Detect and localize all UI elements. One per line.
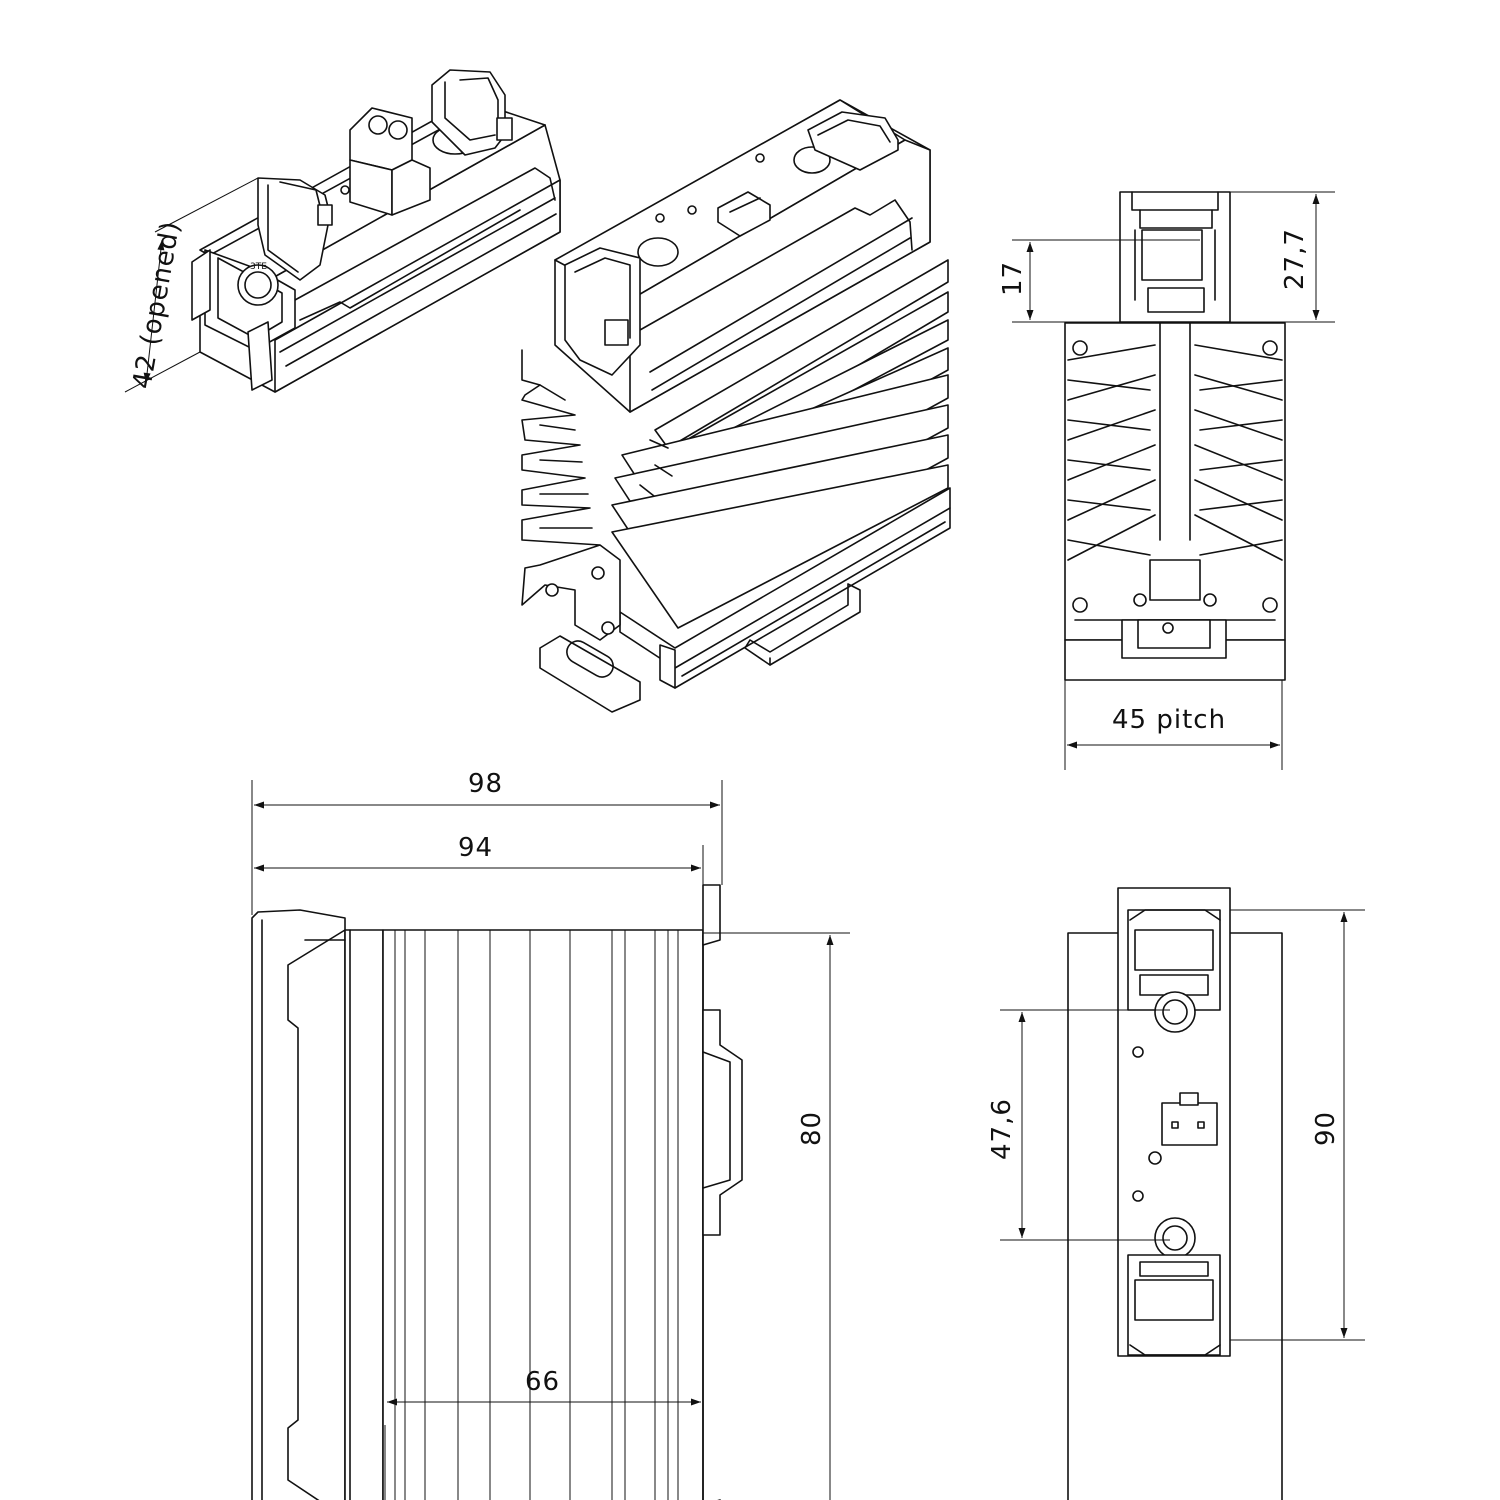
- dimension-47-6: 47,6: [987, 1009, 1170, 1241]
- dim-17-label: 17: [998, 261, 1028, 296]
- dimension-17: 17: [998, 239, 1200, 323]
- dimension-80: 80: [703, 932, 850, 1500]
- dimension-98: 98: [251, 769, 723, 915]
- dimension-45-pitch: 45 pitch: [1064, 680, 1283, 770]
- front-view-drawing: [1067, 887, 1283, 1500]
- dim-45-pitch-label: 45 pitch: [1112, 705, 1226, 735]
- side-view-drawing: [251, 884, 743, 1500]
- terminal-marking: 3TE: [250, 262, 267, 272]
- dimension-90: 90: [1230, 909, 1365, 1341]
- dim-66-label: 66: [525, 1367, 560, 1397]
- dim-90-label: 90: [1311, 1111, 1341, 1146]
- dimension-27-7: 27,7: [1230, 191, 1335, 323]
- dim-80-label: 80: [797, 1111, 827, 1146]
- dim-27-7-label: 27,7: [1280, 228, 1310, 290]
- dimension-66: 66: [384, 1367, 704, 1500]
- compact-relay-isometric-view: 3TE: [191, 69, 561, 393]
- heatsink-relay-isometric-view: [521, 99, 951, 713]
- dim-98-label: 98: [468, 769, 503, 799]
- end-view-drawing: [1064, 191, 1286, 681]
- dim-42-opened-label: 42 (opened): [127, 219, 186, 392]
- dimension-94: 94: [254, 833, 704, 935]
- dim-47-6-label: 47,6: [987, 1098, 1017, 1160]
- dim-94-label: 94: [458, 833, 493, 863]
